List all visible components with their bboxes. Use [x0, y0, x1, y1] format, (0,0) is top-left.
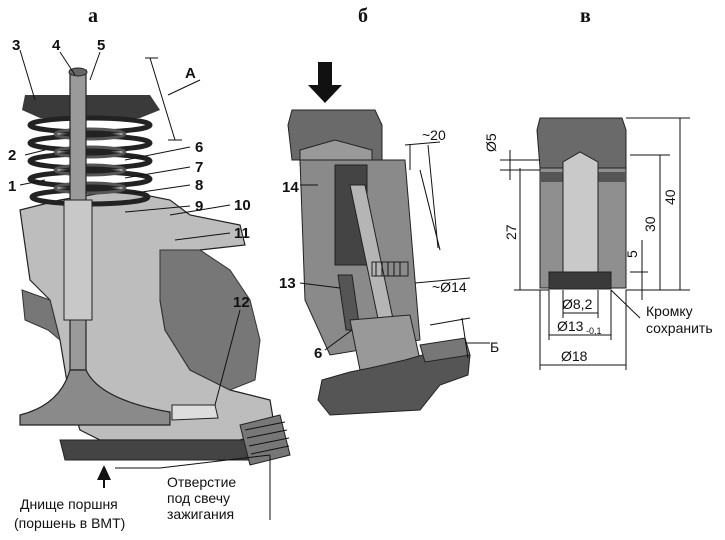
label-a: А: [185, 65, 196, 82]
label-9: 9: [195, 198, 203, 215]
dim-30: 30: [642, 216, 658, 232]
panel-b-labels: 14 13 6 ~20 ~Ø14 Б: [279, 127, 499, 362]
dim-40: 40: [662, 189, 678, 205]
label-6b: 6: [314, 345, 322, 362]
press-arrow-icon: [308, 62, 342, 103]
panel-v-labels: Ø5 27 30 40 5 Ø8,2 Ø13 -0,1 Ø18 Кромку с…: [483, 133, 713, 364]
panel-letter-v: в: [580, 5, 591, 27]
caption-piston-line1: Днище поршня: [20, 496, 118, 512]
label-12: 12: [233, 294, 250, 311]
caption-plug-line3: зажигания: [167, 506, 234, 522]
caption-plug-line1: Отверстие: [167, 474, 236, 490]
label-5: 5: [97, 37, 105, 54]
label-6: 6: [195, 139, 203, 156]
dim-d8-2: Ø8,2: [562, 296, 593, 312]
dim-b: Б: [490, 339, 499, 355]
valve-head: [19, 369, 171, 426]
dim-d13: Ø13: [557, 318, 584, 334]
label-3: 3: [12, 37, 20, 54]
note-edge-line1: Кромку: [646, 303, 693, 319]
label-1: 1: [8, 178, 16, 195]
tool-spring: [371, 261, 409, 277]
caption-piston-line2: (поршень в ВМТ): [14, 515, 125, 531]
label-10: 10: [234, 197, 251, 214]
valve-springs: [27, 115, 153, 207]
dim-d5: Ø5: [483, 133, 499, 152]
label-7: 7: [195, 159, 203, 176]
spark-plug-thread: [239, 414, 291, 466]
panel-letter-a: а: [88, 5, 98, 27]
dim-d18: Ø18: [561, 348, 588, 364]
label-4: 4: [52, 37, 61, 54]
label-2: 2: [8, 147, 16, 164]
label-14: 14: [282, 179, 299, 196]
label-8: 8: [195, 177, 203, 194]
dim-d14: ~Ø14: [432, 279, 467, 295]
label-11: 11: [234, 225, 250, 242]
panel-a-drawing: [19, 49, 291, 520]
label-13: 13: [279, 275, 296, 292]
caption-plug-line2: под свечу: [167, 490, 230, 506]
panel-letter-b: б: [358, 5, 368, 27]
panel-v-drawing: [500, 117, 690, 370]
panel-a-labels: 3 4 5 А 2 1 6 7 8 9 10 11 12: [8, 37, 251, 311]
dim-27: 27: [503, 224, 519, 240]
piston-arrow-icon: [97, 465, 111, 480]
dim-d13-tolerance: -0,1: [586, 326, 602, 336]
note-edge-line2: сохранить: [646, 320, 713, 336]
dim-20: ~20: [422, 127, 446, 143]
dim-5: 5: [624, 250, 640, 258]
panel-b-drawing: [287, 62, 490, 416]
